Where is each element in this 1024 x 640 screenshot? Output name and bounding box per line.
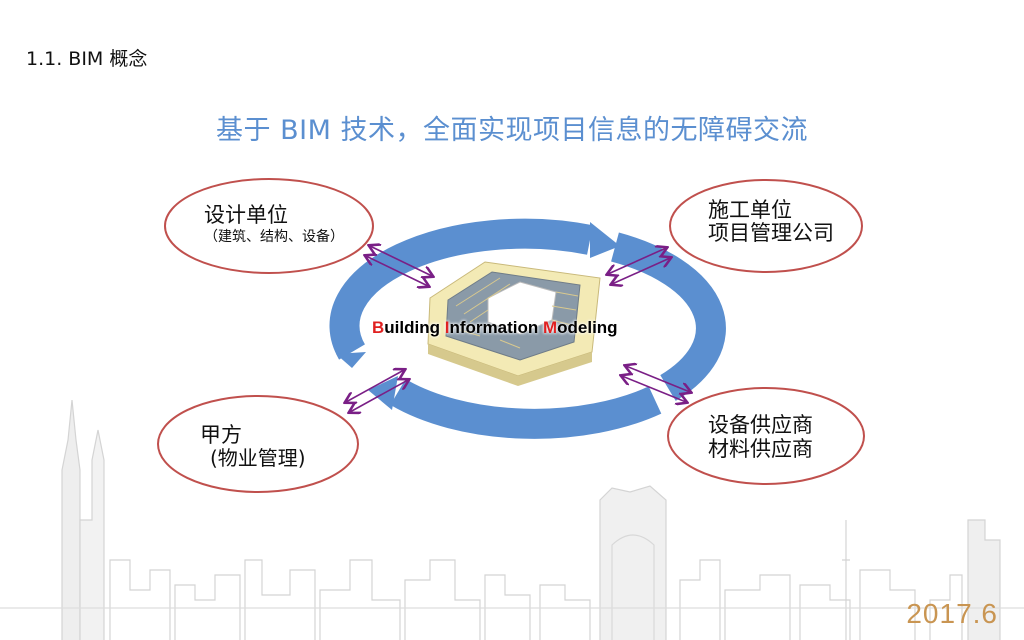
arrow-design-center: [366, 246, 432, 286]
word-modeling-rest: odeling: [557, 318, 618, 337]
footer-year: 2017.6: [906, 598, 998, 629]
building-model-image: [427, 261, 601, 386]
node-owner-ellipse: [157, 395, 359, 493]
node-supplier-subtitle: 材料供应商: [708, 437, 813, 461]
word-information-rest: nformation: [449, 318, 543, 337]
node-design-title: 设计单位: [204, 203, 288, 227]
node-owner-title: 甲方: [200, 423, 242, 447]
arrow-owner-center: [346, 370, 408, 412]
bim-center-label: Building Information Modeling: [372, 318, 618, 338]
node-construction-ellipse: [669, 179, 863, 273]
skyline-background: [0, 399, 1024, 640]
arrow-construction-center: [608, 248, 670, 284]
node-construction-title: 施工单位: [708, 198, 792, 222]
node-design-ellipse: [164, 178, 374, 274]
exchange-arrows: [346, 246, 690, 412]
node-supplier-title: 设备供应商: [708, 413, 813, 437]
initial-m: M: [542, 318, 558, 337]
node-design-subtitle: （建筑、结构、设备）: [204, 229, 344, 245]
page-headline: 基于 BIM 技术，全面实现项目信息的无障碍交流: [216, 115, 808, 146]
initial-b: B: [372, 318, 385, 337]
arrow-supplier-center: [622, 366, 690, 402]
section-title: 1.1. BIM 概念: [26, 48, 148, 70]
node-construction-subtitle: 项目管理公司: [708, 221, 834, 245]
word-building-rest: uilding: [384, 318, 445, 337]
node-supplier-ellipse: [667, 387, 865, 485]
node-owner-subtitle: (物业管理): [210, 446, 306, 470]
initial-i: I: [444, 318, 450, 337]
